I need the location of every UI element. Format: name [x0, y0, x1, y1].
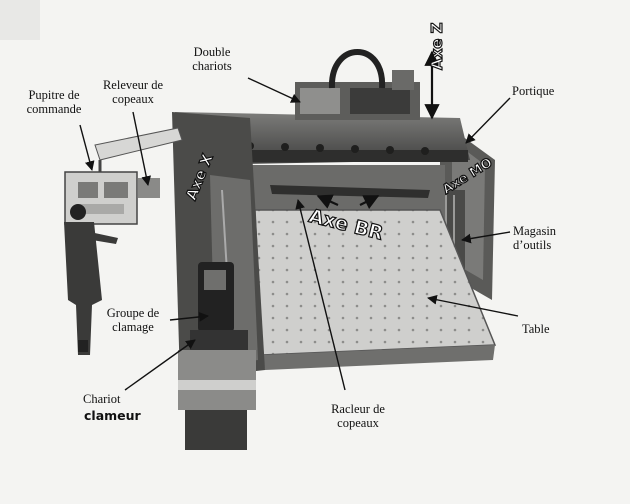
arrow-pupitre [79, 124, 95, 171]
label-releveur: Releveur de copeaux [102, 78, 164, 106]
label-double-chariots: Double chariots [192, 45, 232, 73]
clamping-carriage [178, 350, 256, 450]
arrow-chariot [124, 339, 196, 391]
arrow-groupe [169, 312, 209, 322]
label-chariot: Chariot [83, 392, 121, 406]
arrow-table [427, 294, 519, 317]
arrow-portique [465, 97, 511, 144]
label-pupitre: Pupitre de commande [26, 88, 82, 116]
chip-scraper [270, 185, 430, 198]
arrow-axe-br-right [359, 195, 380, 210]
machine-illustration [64, 49, 497, 450]
arrow-double-chariots [247, 77, 301, 103]
label-table: Table [522, 322, 550, 336]
label-magasin: Magasin d’outils [513, 224, 557, 252]
operator-figure [64, 204, 118, 355]
double-carriages [295, 49, 420, 120]
label-groupe: Groupe de clamage [106, 306, 160, 334]
arrow-magasin [461, 231, 511, 244]
label-clameur: clameur [84, 408, 141, 423]
arrow-racleur [295, 199, 346, 391]
arrow-axe-br-left [316, 194, 339, 209]
label-portique: Portique [512, 84, 555, 98]
arrow-releveur [132, 111, 152, 186]
axis-label-z: Axe Z [427, 22, 446, 71]
label-racleur: Racleur de copeaux [331, 402, 385, 430]
leader-lines [79, 50, 519, 391]
